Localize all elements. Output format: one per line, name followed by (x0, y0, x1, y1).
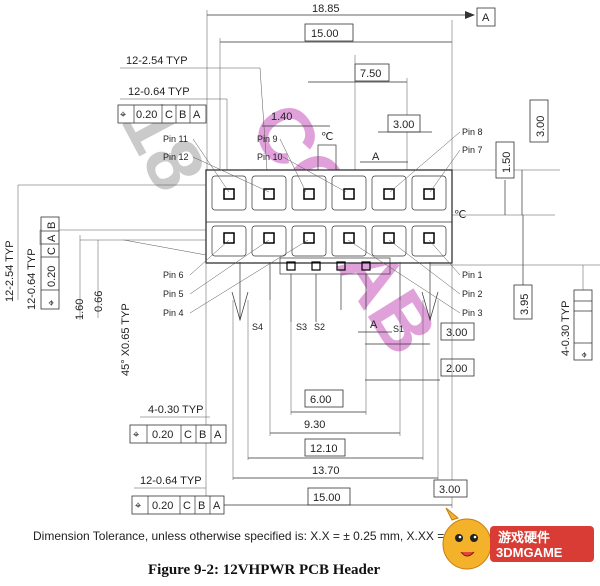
centerline-top: ℃ (321, 131, 333, 143)
dim-3-00-right: 3.00 (535, 116, 547, 137)
dim-6-00: 6.00 (310, 394, 331, 406)
note-top-pad: 12-0.64 TYP (128, 86, 190, 98)
dim-1-40: 1.40 (271, 111, 292, 123)
note-left-pad: 12-0.64 TYP (26, 248, 38, 310)
dim-13-70: 13.70 (312, 465, 340, 477)
pin-row-bottom (211, 225, 447, 257)
sense-s1-label: S1 (393, 324, 404, 334)
note-right-holes: 4-0.30 TYP (560, 301, 572, 356)
datum-a-label: A (482, 12, 490, 24)
fcf-right-symbol: ⌖ (579, 352, 591, 358)
pin-11-label: Pin 11 (163, 134, 188, 144)
fcf-bottom-c: C (183, 500, 191, 512)
dim-box-6-00 (304, 389, 344, 408)
pin-6-label: Pin 6 (163, 270, 184, 280)
section-a-bottom: A (370, 319, 378, 331)
pin-row-top (211, 175, 447, 211)
dim-box-12-10 (304, 438, 346, 457)
site-logo-line2: 3DMGAME (496, 545, 563, 560)
left-dimensions: 12-2.54 TYP 12-0.64 TYP ⌖ 0.20 C A B 1.6… (4, 184, 207, 376)
fcf-mid-b: B (199, 429, 206, 441)
dim-12-10: 12.10 (310, 443, 338, 455)
fcf-bottom-b: B (198, 500, 205, 512)
pin-5-label: Pin 5 (163, 289, 184, 299)
dim-bottom-15: 15.00 (313, 492, 341, 504)
fcf-mid-tol: 0.20 (152, 429, 173, 441)
fcf-top-a: A (193, 109, 201, 121)
pin-7-label: Pin 7 (462, 145, 483, 155)
pin-3-label: Pin 3 (462, 308, 483, 318)
sense-s4-label: S4 (252, 322, 263, 332)
dim-3-00-mid: 3.00 (446, 327, 467, 339)
note-top-pitch: 12-2.54 TYP (126, 55, 188, 67)
fcf-bottom-tol: 0.20 (152, 500, 173, 512)
fcf-bottom-symbol: ⌖ (135, 500, 141, 512)
fcf-left-symbol: ⌖ (46, 300, 58, 306)
tolerance-note: Dimension Tolerance, unless otherwise sp… (33, 529, 504, 543)
pin-4-label: Pin 4 (163, 308, 184, 318)
fcf-top: ⌖ 0.20 C B A (117, 104, 207, 124)
right-dimensions: 3.00 1.50 3.95 4-0.30 TYP ⌖ (430, 99, 600, 361)
note-left-pitch: 12-2.54 TYP (4, 240, 16, 302)
pin-8-label: Pin 8 (462, 127, 483, 137)
dim-3-00-top: 3.00 (393, 119, 414, 131)
dim-3-95: 3.95 (519, 294, 531, 315)
fcf-top-tol: 0.20 (136, 109, 157, 121)
sense-s2-label: S2 (314, 322, 325, 332)
fcf-right (573, 289, 593, 361)
sense-s3-label: S3 (296, 322, 307, 332)
dim-overall-width: 18.85 (312, 3, 340, 15)
top-dimensions: 18.85 A 15.00 7.50 1.40 3.00 12-2.54 TYP… (120, 3, 496, 195)
dim-box-2-00 (440, 358, 475, 377)
sense-block (231, 257, 439, 322)
note-left-holes: 4-0.30 TYP (148, 404, 203, 416)
figure-caption: Figure 9-2: 12VHPWR PCB Header (148, 562, 381, 578)
dim-7-50: 7.50 (360, 68, 381, 80)
fcf-left-tol: 0.20 (46, 266, 58, 287)
fcf-top-symbol: ⌖ (120, 109, 126, 121)
note-bottom-pad: 12-0.64 TYP (140, 475, 202, 487)
fcf-left-c: C (46, 247, 58, 255)
section-a-top: A (372, 151, 380, 163)
sense-labels: S4 S3 S2 S1 A (252, 319, 404, 334)
site-logo: 游戏硬件 3DMGAME (442, 507, 594, 570)
pin-2-label: Pin 2 (462, 289, 483, 299)
pin-1-label: Pin 1 (462, 270, 483, 280)
note-chamfer: 45° X0.65 TYP (120, 303, 132, 376)
fcf-bottom (131, 495, 225, 515)
fcf-top-c: C (165, 109, 173, 121)
dim-2-00: 2.00 (446, 363, 467, 375)
fcf-mid-a: A (214, 429, 222, 441)
fcf-left (40, 216, 60, 310)
pin-12-label: Pin 12 (163, 152, 189, 162)
fcf-mid-symbol: ⌖ (133, 429, 139, 441)
pin-9-label: Pin 9 (257, 134, 278, 144)
dim-box-1-50 (495, 141, 515, 179)
datum-a-box (476, 7, 496, 27)
fcf-left-b: B (46, 222, 58, 229)
site-logo-line1: 游戏硬件 (498, 530, 550, 545)
fcf-mid-c: C (184, 429, 192, 441)
dim-box-15-top (304, 23, 354, 42)
pin-labels: Pin 11 Pin 12 Pin 9 Pin 10 Pin 8 Pin 7 P… (163, 127, 483, 318)
dim-box-3-00-mid (440, 322, 475, 341)
mid-dimensions: 3.00 2.00 (365, 322, 475, 381)
bottom-dimensions: 6.00 9.30 12.10 13.70 15.00 3.00 (205, 262, 468, 508)
pin-10-label: Pin 10 (257, 152, 283, 162)
connector-body: ℃ A (205, 131, 453, 264)
fcf-bottom-a: A (213, 500, 221, 512)
dim-9-30: 9.30 (304, 419, 325, 431)
fcf-left-a: A (46, 234, 58, 242)
dim-left-0-66: 0.66 (93, 291, 105, 312)
dim-3-00-bottom: 3.00 (439, 484, 460, 496)
dim-box-3-00-bottom (433, 479, 468, 498)
dim-1-50: 1.50 (501, 152, 513, 173)
fcf-mid (129, 424, 227, 444)
bottom-left-notes: 4-0.30 TYP ⌖ 0.20 C B A 12-0.64 TYP ⌖ 0.… (129, 404, 227, 515)
dim-box-3-00-right (529, 99, 549, 143)
fcf-top-b: B (179, 109, 186, 121)
dim-top-15: 15.00 (311, 28, 339, 40)
